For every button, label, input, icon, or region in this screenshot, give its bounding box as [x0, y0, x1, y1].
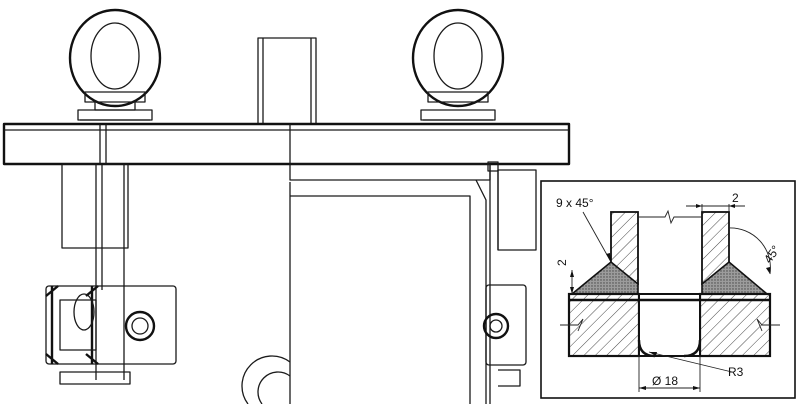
left-height-label: 2: [555, 259, 569, 266]
bore: [638, 293, 701, 357]
left-eye-bolt: [68, 8, 162, 121]
lower-center-arcs: [241, 355, 291, 404]
base-plate-right: [698, 292, 772, 358]
dim-radius: R3: [648, 351, 744, 379]
gap-dimension-label: 2: [732, 191, 739, 205]
left-clevis: [45, 285, 177, 385]
dim-gap: 2: [686, 191, 745, 212]
left-bracket: [61, 163, 129, 380]
diameter-label: Ø 18: [652, 374, 678, 388]
top-plate: [2, 122, 571, 172]
central-body: [289, 163, 537, 404]
base-plate-left: [567, 292, 641, 358]
center-shaft: [257, 37, 317, 125]
main-assembly: [2, 8, 571, 404]
radius-label: R3: [728, 365, 744, 379]
dim-left-height: 2: [555, 259, 574, 294]
dim-diameter: Ø 18: [638, 356, 701, 392]
dim-chamfer: 9 x 45°: [556, 196, 612, 263]
right-clevis: [482, 284, 527, 387]
right-eye-bolt: [411, 8, 505, 121]
weld-detail-view: 2 9 x 45° 2 45° Ø 18: [540, 180, 796, 399]
chamfer-label: 9 x 45°: [556, 196, 594, 210]
